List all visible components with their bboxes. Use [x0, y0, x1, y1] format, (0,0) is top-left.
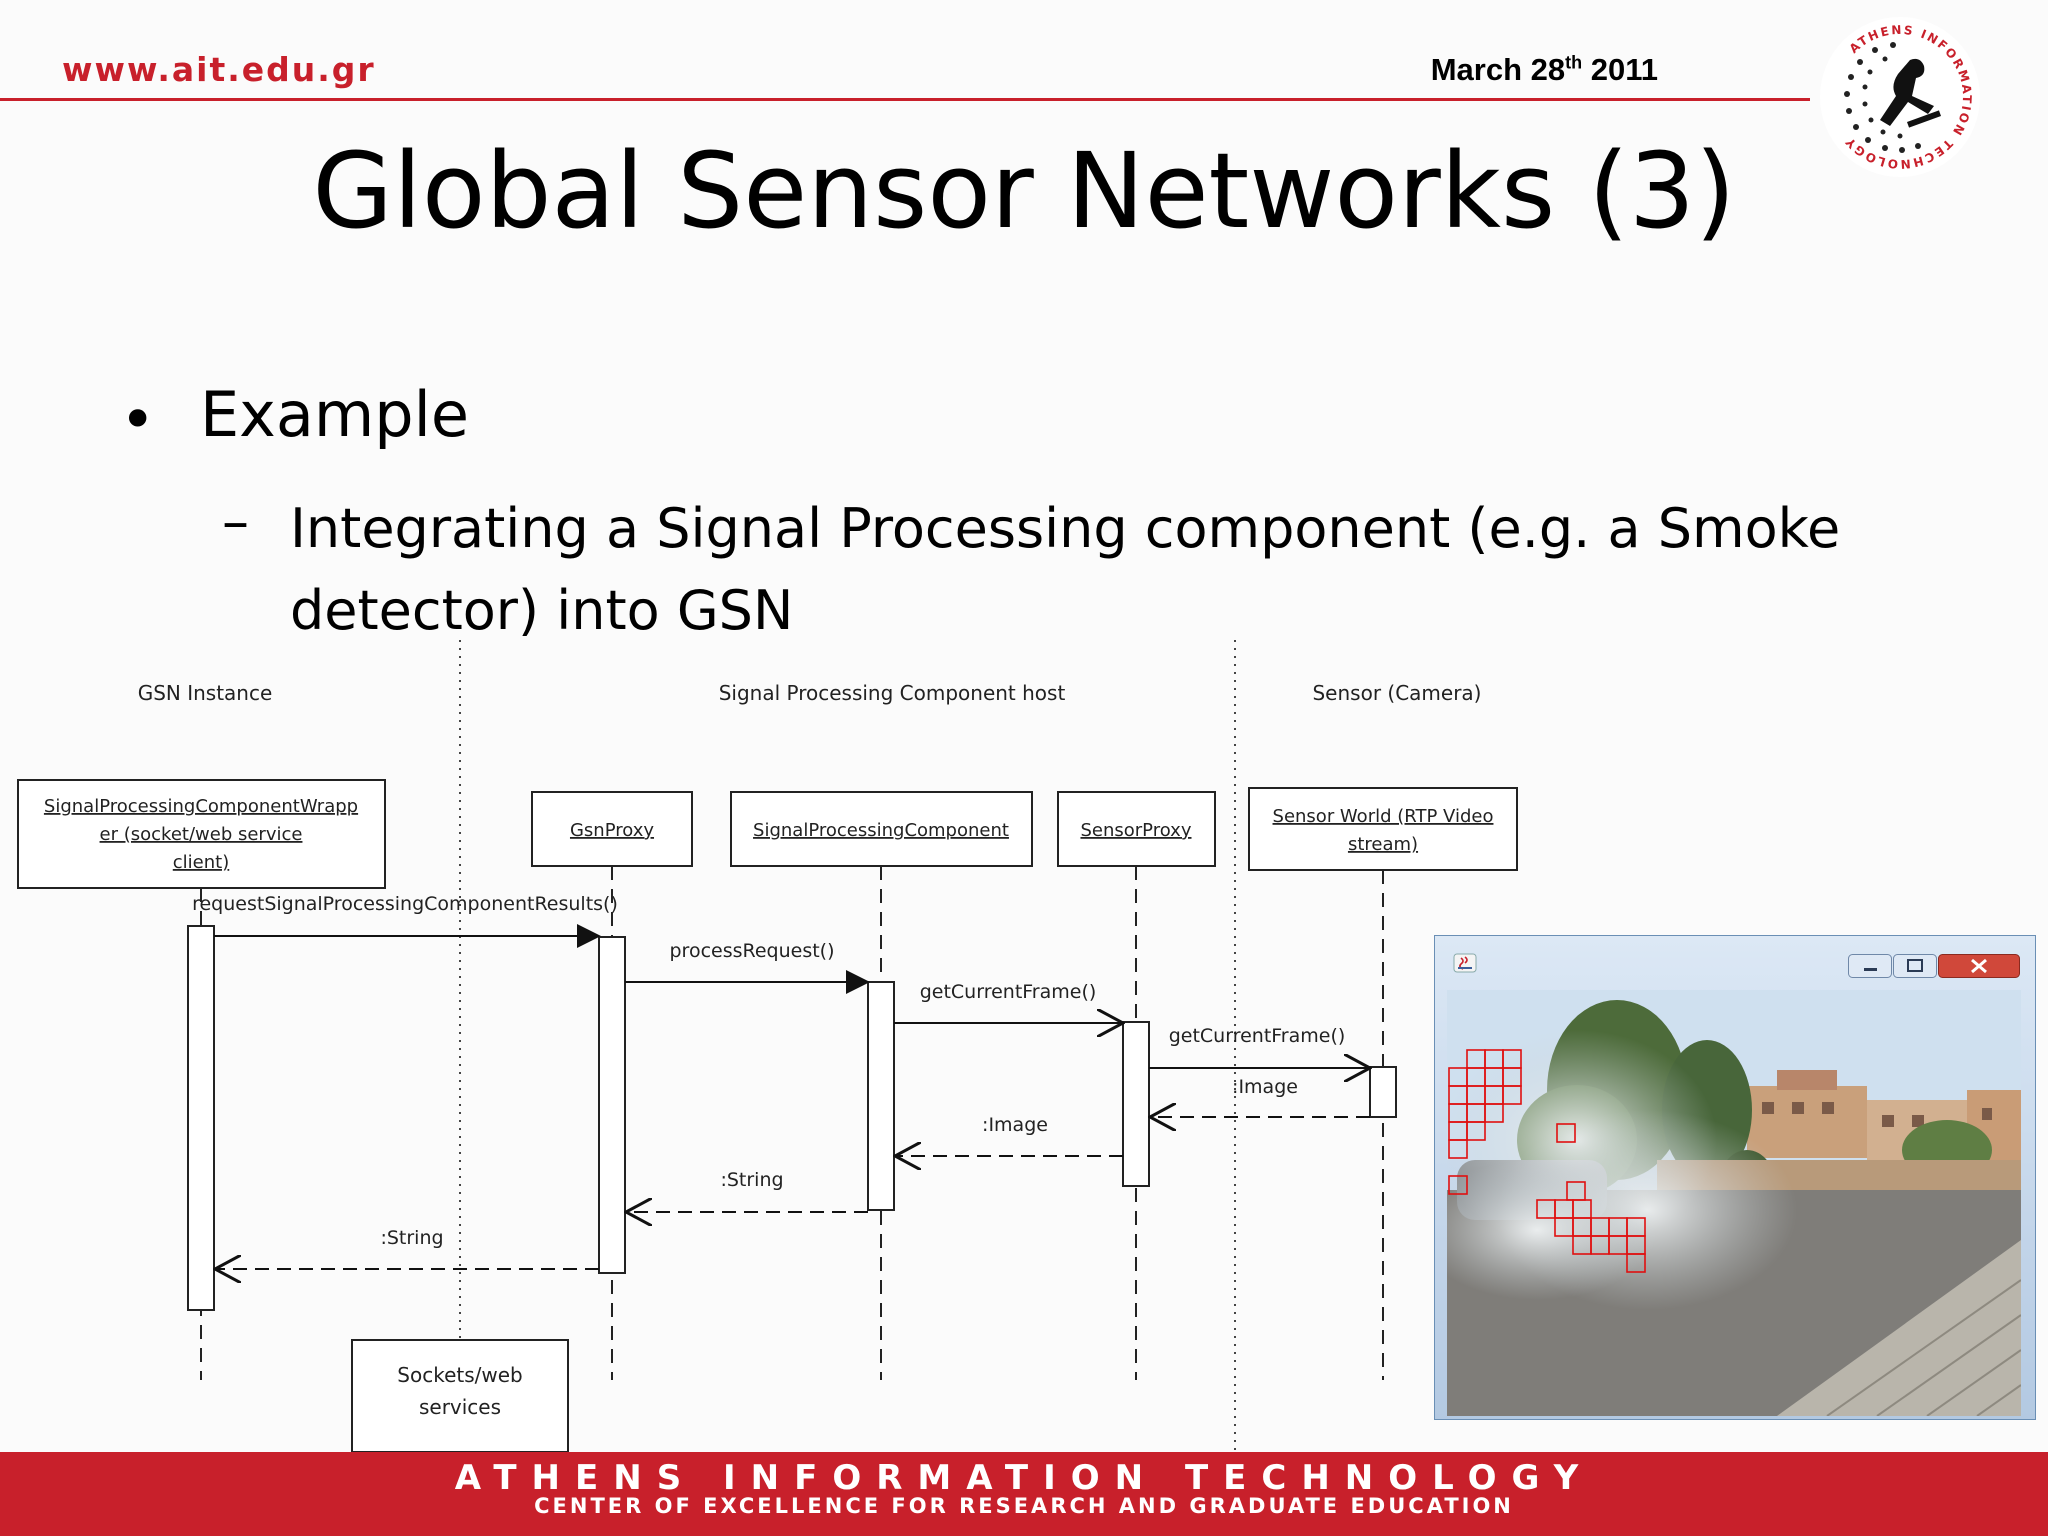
message-image-1-label: :Image: [1232, 1076, 1298, 1098]
bullet-marker: •: [120, 385, 156, 455]
message-process-label: processRequest(): [669, 940, 834, 962]
activation-sensorworld: [1369, 1066, 1397, 1118]
note-sockets-line2: services: [419, 1395, 501, 1419]
participant-wrapper-line1: SignalProcessingComponentWrapp: [44, 796, 358, 817]
note-box-sockets: [351, 1339, 569, 1452]
participant-wrapper-line2: er (socket/web service: [100, 824, 303, 845]
participant-box-spc: [730, 791, 1033, 867]
footer-institution: ATHENS INFORMATION TECHNOLOGY: [454, 1458, 1594, 1498]
camera-frame-image: [1447, 990, 2021, 1416]
participant-gsnproxy-label: GsnProxy: [570, 820, 654, 841]
activation-wrapper: [187, 925, 215, 1311]
message-string-2-label: :String: [380, 1227, 443, 1249]
zone-label-sensor: Sensor (Camera): [1312, 681, 1481, 705]
note-sockets-line1: Sockets/web: [397, 1363, 522, 1387]
bullet-example: Example: [200, 378, 469, 451]
date-main: March 28: [1430, 52, 1566, 87]
date-year: 2011: [1582, 52, 1658, 87]
slide-date: March 28th 2011: [1408, 52, 1658, 88]
maximize-button[interactable]: [1893, 954, 1937, 978]
ait-logo-graphic: ATHENS INFORMATION TECHNOLOGY: [1820, 17, 1980, 177]
minimize-button[interactable]: [1848, 954, 1892, 978]
footer-tagline: CENTER OF EXCELLENCE FOR RESEARCH AND GR…: [534, 1494, 1514, 1518]
activation-spc: [867, 981, 895, 1211]
header-divider: [0, 98, 1810, 101]
participant-box-gsnproxy: [531, 791, 693, 867]
smoke-detection-grid: [1448, 1049, 1646, 1273]
participant-sensorworld-line1: Sensor World (RTP Video: [1273, 806, 1494, 827]
ait-logo: ATHENS INFORMATION TECHNOLOGY: [1815, 12, 1985, 186]
website-url[interactable]: www.ait.edu.gr: [62, 50, 376, 89]
participant-box-sensorworld: [1248, 787, 1518, 871]
message-string-1-label: :String: [720, 1169, 783, 1191]
participant-spc-label: SignalProcessingComponent: [753, 820, 1009, 841]
sub-bullet-marker: –: [222, 490, 249, 553]
footer-bar: [0, 1452, 2048, 1536]
slide-title: Global Sensor Networks (3): [312, 130, 1736, 252]
zone-label-spc-host: Signal Processing Component host: [719, 681, 1066, 705]
message-request-label: requestSignalProcessingComponentResults(…: [192, 893, 618, 915]
participant-box-sensorproxy: [1057, 791, 1216, 867]
participant-sensorproxy-label: SensorProxy: [1080, 820, 1191, 841]
java-app-icon: [1452, 952, 1478, 974]
participant-box-wrapper: [17, 779, 386, 889]
participant-sensorworld-line2: stream): [1348, 834, 1418, 855]
close-button[interactable]: [1938, 954, 2020, 978]
participant-wrapper-line3: client): [173, 852, 229, 873]
activation-gsnproxy: [598, 936, 626, 1274]
zone-label-gsn-instance: GSN Instance: [138, 681, 273, 705]
sequence-diagram: GSN Instance Signal Processing Component…: [17, 640, 1518, 1452]
activation-sensorproxy: [1122, 1021, 1150, 1187]
message-image-2-label: :Image: [982, 1114, 1048, 1136]
message-getframe-1-label: getCurrentFrame(): [920, 981, 1097, 1003]
message-getframe-2-label: getCurrentFrame(): [1169, 1025, 1346, 1047]
sub-bullet-text: Integrating a Signal Processing componen…: [290, 497, 1841, 642]
date-suffix: th: [1565, 52, 1583, 73]
